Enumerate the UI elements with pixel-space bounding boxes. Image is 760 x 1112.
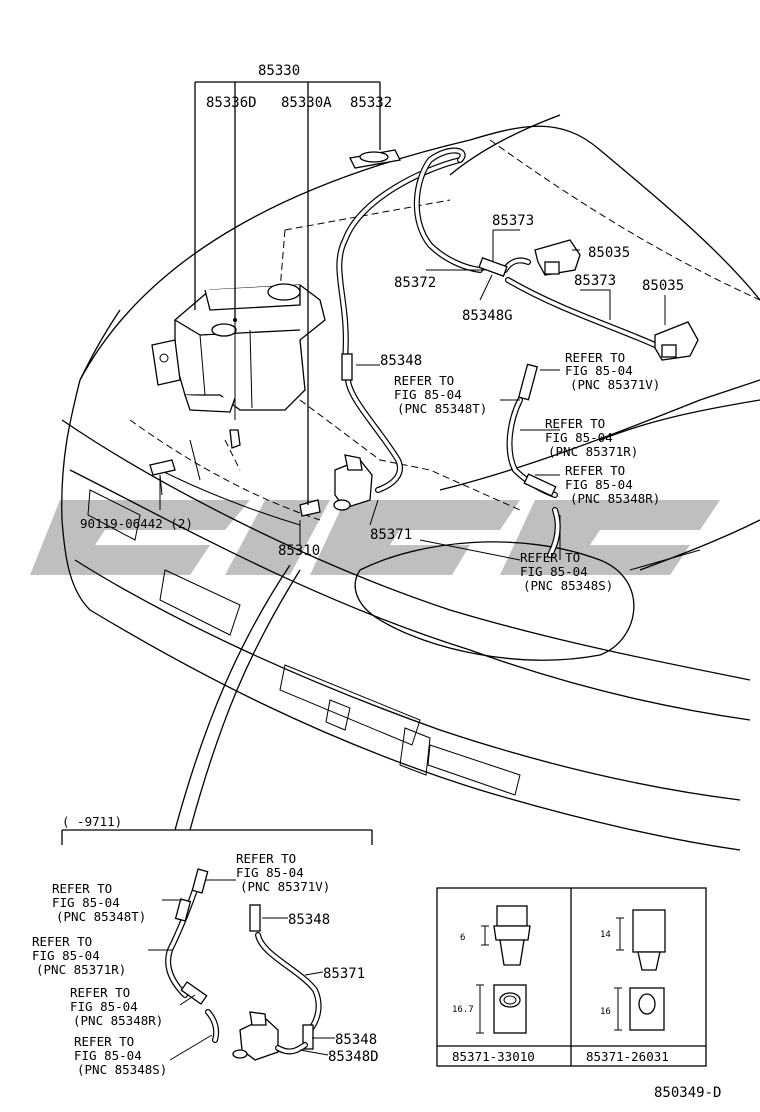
- svg-text:REFER TO: REFER TO: [394, 373, 454, 388]
- svg-text:(PNC 85371R): (PNC 85371R): [548, 444, 638, 459]
- refer-85371v: REFER TO FIG 85-04 (PNC 85371V): [565, 350, 660, 392]
- svg-text:(PNC 85348S): (PNC 85348S): [77, 1062, 167, 1077]
- svg-text:FIG 85-04: FIG 85-04: [74, 1048, 142, 1063]
- svg-text:(PNC 85348S): (PNC 85348S): [523, 578, 613, 593]
- washer-pump: [299, 454, 373, 517]
- lower-refer-85348r: REFER TO FIG 85-04 (PNC 85348R): [70, 985, 163, 1028]
- washer-nozzle-lower: [654, 321, 699, 361]
- label-85348-lower2: 85348: [335, 1032, 377, 1048]
- refer-85348t: REFER TO FIG 85-04 (PNC 85348T): [394, 373, 487, 416]
- label-85371: 85371: [370, 527, 412, 543]
- svg-text:REFER TO: REFER TO: [565, 350, 625, 365]
- svg-text:(PNC 85348R): (PNC 85348R): [73, 1013, 163, 1028]
- label-85330: 85330: [258, 63, 300, 79]
- label-85348-lower: 85348: [288, 912, 330, 928]
- washer-tank: [151, 283, 326, 449]
- dim-left-bottom: 16.7: [452, 1005, 474, 1015]
- svg-text:FIG 85-04: FIG 85-04: [545, 430, 613, 445]
- lower-diagonal-hose: [174, 564, 301, 831]
- svg-text:(PNC 85348T): (PNC 85348T): [56, 909, 146, 924]
- svg-text:(PNC 85371V): (PNC 85371V): [570, 377, 660, 392]
- watermark-logo: [30, 500, 720, 575]
- svg-text:FIG 85-04: FIG 85-04: [32, 948, 100, 963]
- lower-refer-85371v: REFER TO FIG 85-04 (PNC 85371V): [236, 851, 330, 894]
- svg-text:FIG 85-04: FIG 85-04: [70, 999, 138, 1014]
- label-85348g: 85348G: [462, 308, 513, 324]
- label-85373-b: 85373: [574, 273, 616, 289]
- svg-text:REFER TO: REFER TO: [32, 934, 92, 949]
- washer-hoses: [336, 147, 658, 558]
- variant-bracket: ( -9711): [61, 814, 373, 845]
- inset-right-part-number: 85371-26031: [586, 1049, 669, 1064]
- label-85330a: 85330A: [281, 95, 332, 111]
- diagram-code: 850349-D: [654, 1085, 721, 1101]
- label-85332: 85332: [350, 95, 392, 111]
- svg-text:(PNC 85348R): (PNC 85348R): [570, 491, 660, 506]
- svg-text:FIG 85-04: FIG 85-04: [520, 564, 588, 579]
- refer-85348s: REFER TO FIG 85-04 (PNC 85348S): [520, 550, 613, 593]
- car-body-outline: [61, 114, 760, 851]
- refer-85371r: REFER TO FIG 85-04 (PNC 85371R): [545, 416, 638, 459]
- svg-text:FIG 85-04: FIG 85-04: [52, 895, 120, 910]
- refer-85348r: REFER TO FIG 85-04 (PNC 85348R): [565, 463, 660, 506]
- joint-inset-box: 6 16.7 14 16 85371-33010 85371-26031: [436, 887, 707, 1067]
- svg-text:REFER TO: REFER TO: [565, 463, 625, 478]
- variant-leaders: [148, 879, 335, 1061]
- svg-text:FIG 85-04: FIG 85-04: [236, 865, 304, 880]
- label-90119: 90119-06442 (2): [80, 516, 193, 531]
- label-85035-a: 85035: [588, 245, 630, 261]
- dim-right-top: 14: [600, 930, 611, 940]
- label-85035-b: 85035: [642, 278, 684, 294]
- washer-nozzle-upper: [534, 239, 581, 276]
- svg-text:REFER TO: REFER TO: [74, 1034, 134, 1049]
- inset-left-part-number: 85371-33010: [452, 1049, 535, 1064]
- filler-cap-85332: [349, 149, 401, 169]
- lower-refer-85371r: REFER TO FIG 85-04 (PNC 85371R): [32, 934, 126, 977]
- label-85348: 85348: [380, 353, 422, 369]
- label-85371-lower: 85371: [323, 966, 365, 982]
- label-85372: 85372: [394, 275, 436, 291]
- label-85336d: 85336D: [206, 95, 257, 111]
- svg-text:FIG 85-04: FIG 85-04: [565, 477, 633, 492]
- svg-text:FIG 85-04: FIG 85-04: [394, 387, 462, 402]
- lower-refer-85348t: REFER TO FIG 85-04 (PNC 85348T): [52, 881, 146, 924]
- svg-text:(PNC 85371V): (PNC 85371V): [240, 879, 330, 894]
- label-85373-a: 85373: [492, 213, 534, 229]
- dim-left-top: 6: [460, 933, 465, 943]
- svg-text:FIG 85-04: FIG 85-04: [565, 363, 633, 378]
- lower-refer-85348s: REFER TO FIG 85-04 (PNC 85348S): [74, 1034, 167, 1077]
- variant-hoses: [165, 868, 322, 1061]
- svg-text:REFER TO: REFER TO: [70, 985, 130, 1000]
- svg-text:REFER TO: REFER TO: [236, 851, 296, 866]
- svg-text:(PNC 85348T): (PNC 85348T): [397, 401, 487, 416]
- leader-lines: [159, 81, 701, 571]
- dim-right-bottom: 16: [600, 1007, 611, 1017]
- svg-text:REFER TO: REFER TO: [520, 550, 580, 565]
- bolt-90119: [149, 459, 176, 496]
- svg-text:REFER TO: REFER TO: [545, 416, 605, 431]
- label-85348d: 85348D: [328, 1049, 379, 1065]
- range-note: ( -9711): [62, 814, 122, 829]
- svg-text:REFER TO: REFER TO: [52, 881, 112, 896]
- label-85310: 85310: [278, 543, 320, 559]
- svg-text:(PNC 85371R): (PNC 85371R): [36, 962, 126, 977]
